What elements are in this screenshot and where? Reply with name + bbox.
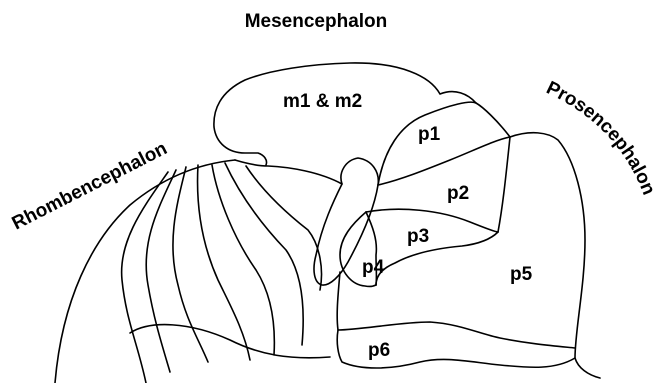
prosencephalon-label: Prosencephalon	[543, 78, 659, 198]
label-m1-m2: m1 & m2	[283, 91, 362, 112]
mesencephalon-label: Mesencephalon	[245, 11, 388, 32]
rhombencephalon-label: Rhombencephalon	[9, 138, 171, 234]
label-p2: p2	[447, 183, 469, 204]
p2-outer	[498, 137, 510, 232]
label-p6: p6	[368, 340, 390, 361]
rhombomere-line-2	[146, 170, 176, 372]
prosencephalon-outer	[510, 133, 600, 378]
p3-outline	[376, 232, 498, 285]
label-p4: p4	[362, 257, 385, 278]
rhombencephalon-ventral	[130, 325, 330, 358]
p1-p2-boundary	[378, 137, 510, 185]
p2-p3-boundary	[366, 209, 498, 232]
svg-text:Prosencephalon: Prosencephalon	[543, 78, 659, 198]
rhombomere-line-3	[173, 167, 208, 362]
label-p1: p1	[418, 124, 441, 145]
label-p5: p5	[510, 264, 533, 285]
p5-lower-boundary	[337, 272, 575, 348]
label-p3: p3	[407, 226, 429, 247]
rhombomere-line-5	[212, 165, 274, 355]
mesencephalon-outline	[214, 63, 510, 165]
